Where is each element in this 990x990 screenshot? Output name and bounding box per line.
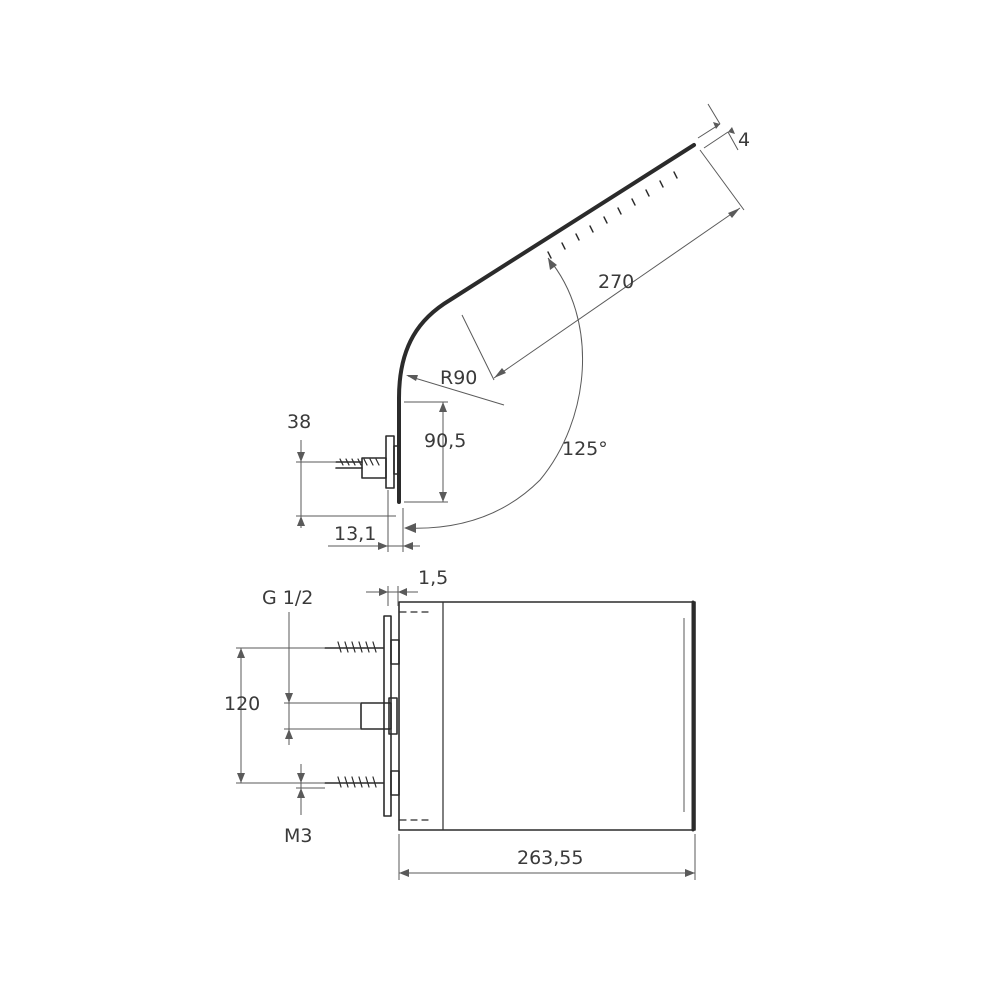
height-label: 90,5 [424, 430, 466, 452]
dim-offset: 13,1 [328, 490, 420, 552]
depth-label: 38 [287, 411, 311, 433]
radius-label: R90 [440, 367, 477, 389]
dim-spacing: 120 [224, 647, 325, 784]
offset-label: 13,1 [334, 523, 376, 545]
dim-radius: R90 [406, 367, 505, 406]
dim-height: 90,5 [404, 401, 466, 503]
side-view: 4 270 R90 125° 38 [287, 103, 750, 552]
spout-profile [397, 143, 696, 504]
thickness-label: 4 [738, 129, 750, 151]
inlet-connection [360, 702, 392, 730]
angle-label: 125° [562, 438, 608, 460]
width-label: 263,55 [517, 847, 583, 869]
dim-angle: 125° [404, 257, 608, 533]
fixing-screw-bottom [324, 776, 384, 788]
spout-nozzles [547, 171, 678, 259]
dim-thickness: 4 [697, 103, 750, 151]
length-label: 270 [598, 271, 634, 293]
spacing-label: 120 [224, 693, 260, 715]
screw-label: M3 [284, 825, 312, 847]
screw-thread [339, 458, 380, 466]
fixing-screw-top [324, 641, 384, 653]
dim-depth: 38 [287, 411, 396, 528]
plate-thickness-label: 1,5 [418, 567, 448, 589]
dim-length: 270 [461, 149, 745, 381]
dim-plate-thickness: 1,5 [366, 567, 448, 606]
dim-screw: M3 [284, 764, 325, 847]
side-wall-bracket [335, 435, 400, 489]
wall-plate [383, 615, 392, 817]
spout-front-outline [398, 601, 696, 831]
dim-width: 263,55 [398, 834, 696, 880]
dim-thread: G 1/2 [262, 587, 361, 745]
thread-label: G 1/2 [262, 587, 313, 609]
front-view: 1,5 G 1/2 120 M3 [224, 567, 696, 880]
